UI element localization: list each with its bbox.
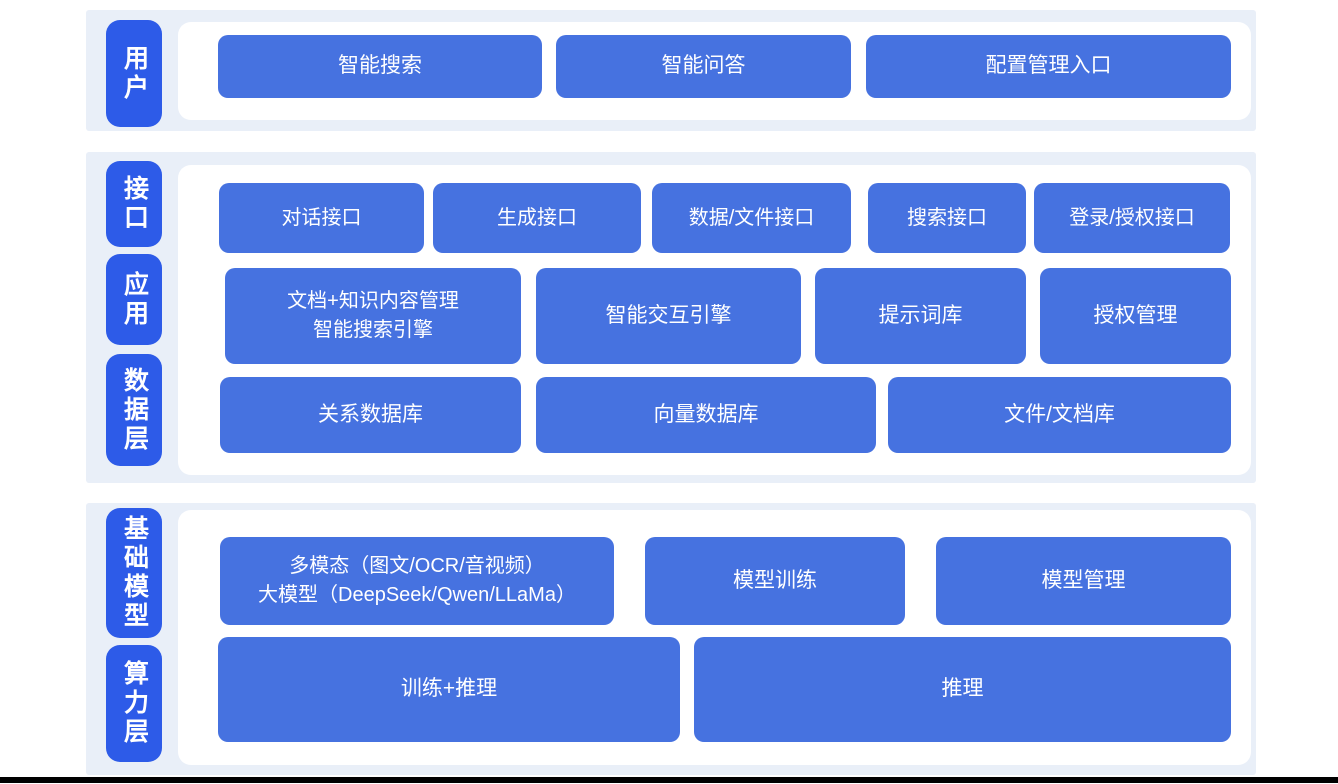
layer-label-foundation-model: 基础模型 [106,508,162,638]
panel-bottom: 多模态（图文/OCR/音视频） 大模型（DeepSeek/Qwen/LLaMa）… [178,510,1251,765]
panel-user: 智能搜索 智能问答 配置管理入口 [178,22,1251,120]
block-smart-qa: 智能问答 [556,35,851,98]
layer-label-user: 用户 [106,20,162,127]
layer-label-compute: 算力层 [106,645,162,762]
block-prompt-library: 提示词库 [815,268,1026,364]
layer-label-interface: 接口 [106,161,162,247]
layer-label-application: 应用 [106,254,162,345]
block-inference: 推理 [694,637,1231,742]
layer-label-foundation-model-text: 基础模型 [120,515,149,631]
layer-band-bottom: 基础模型 算力层 多模态（图文/OCR/音视频） 大模型（DeepSeek/Qw… [86,503,1256,775]
block-dialog-api: 对话接口 [219,183,424,253]
block-doc-knowledge-search-engine: 文档+知识内容管理 智能搜索引擎 [225,268,521,364]
bottom-divider-bar [0,777,1338,783]
panel-middle: 对话接口 生成接口 数据/文件接口 搜索接口 登录/授权接口 文档+知识内容管理… [178,165,1251,475]
layer-label-application-text: 应用 [120,270,149,329]
block-generation-api: 生成接口 [433,183,641,253]
block-model-training: 模型训练 [645,537,905,625]
layer-label-user-text: 用户 [120,44,149,103]
block-data-file-api: 数据/文件接口 [652,183,851,253]
block-multimodal-llm: 多模态（图文/OCR/音视频） 大模型（DeepSeek/Qwen/LLaMa） [220,537,614,625]
block-config-management-entry: 配置管理入口 [866,35,1231,98]
layer-label-data: 数据层 [106,354,162,466]
block-auth-management: 授权管理 [1040,268,1231,364]
layer-label-compute-text: 算力层 [120,660,149,747]
block-login-auth-api: 登录/授权接口 [1034,183,1230,253]
layer-label-interface-text: 接口 [120,175,149,233]
layer-label-data-text: 数据层 [120,366,149,454]
block-file-doc-db: 文件/文档库 [888,377,1231,453]
layer-band-user: 用户 智能搜索 智能问答 配置管理入口 [86,10,1256,131]
block-search-api: 搜索接口 [868,183,1026,253]
block-relational-db: 关系数据库 [220,377,521,453]
block-smart-search: 智能搜索 [218,35,542,98]
block-training-inference: 训练+推理 [218,637,680,742]
layer-band-middle: 接口 应用 数据层 对话接口 生成接口 数据/文件接口 搜索接口 登录/授权接口… [86,152,1256,483]
block-vector-db: 向量数据库 [536,377,876,453]
block-model-management: 模型管理 [936,537,1231,625]
block-interaction-engine: 智能交互引擎 [536,268,801,364]
